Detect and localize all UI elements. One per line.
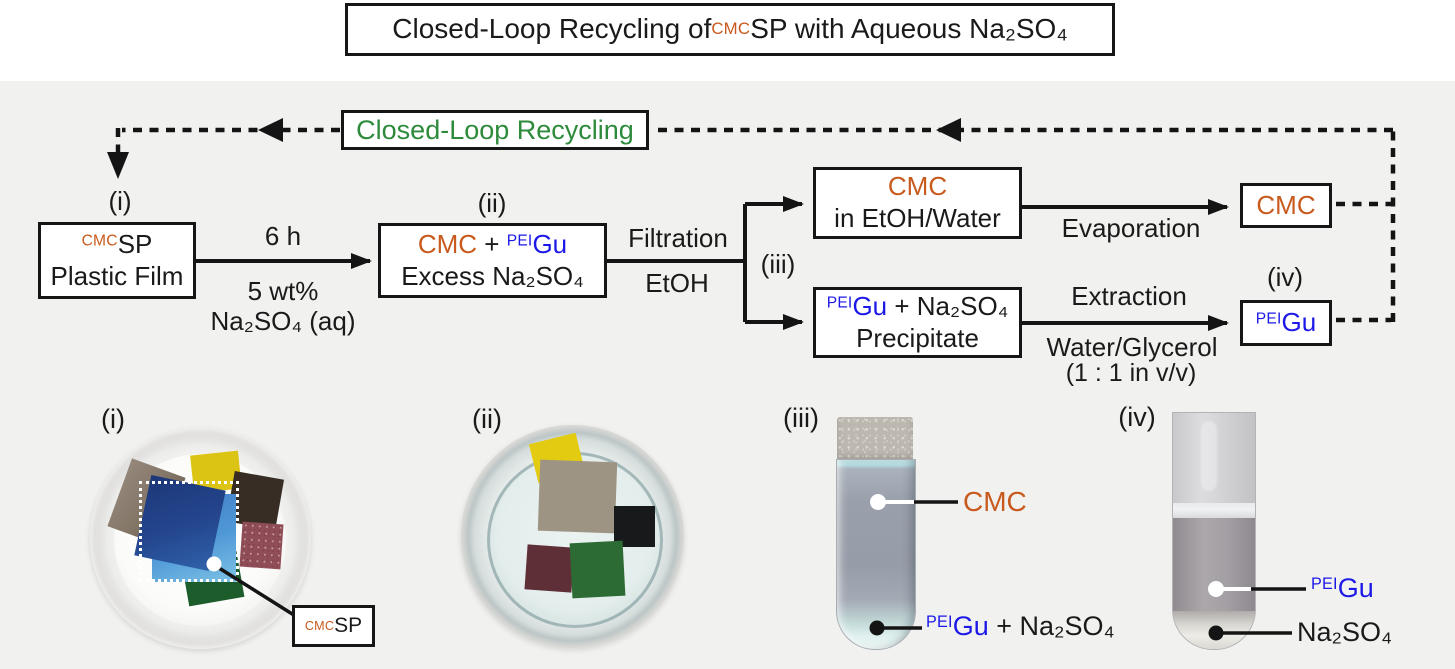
beaker-film-green <box>569 540 626 599</box>
beaker-film-black <box>614 506 655 547</box>
cmc-solution-line1: CMC <box>887 171 948 202</box>
vial-foam-cap <box>837 417 913 461</box>
loop-arrowhead-right <box>936 118 961 142</box>
precipitate-box: PEIGu + Na₂SO₄ Precipitate <box>813 287 1022 358</box>
tube-liquid <box>1173 518 1255 618</box>
step-iii-label: (iii) <box>760 249 796 279</box>
precipitate-line2: Precipitate <box>856 322 979 353</box>
vial-cmc-callout: CMC <box>963 486 1027 517</box>
step-ii-label: (ii) <box>477 188 507 218</box>
vial-liquid-body <box>836 459 916 650</box>
title-text-2: SP with Aqueous Na₂SO₄ <box>750 13 1068 45</box>
photo-iv-label: (iv) <box>1118 402 1156 432</box>
tube-gu-callout: PEIGu <box>1311 573 1374 603</box>
beaker-film-maroon <box>524 544 575 593</box>
etoh-label: EtOH <box>645 268 709 298</box>
evaporation-label: Evaporation <box>1061 213 1201 243</box>
recovered-gu-text: PEIGu <box>1255 307 1317 338</box>
photo-i-label: (i) <box>101 404 125 434</box>
loop-arrowhead-left <box>258 118 283 142</box>
filtration-label: Filtration <box>628 223 728 253</box>
tube-precipitate <box>1173 611 1255 649</box>
plastic-film-box: CMCSP Plastic Film <box>38 222 196 299</box>
tube-body <box>1172 412 1256 650</box>
title-cmc-superscript: CMC <box>711 19 751 39</box>
beaker-film-gray <box>537 459 618 534</box>
extraction-label: Extraction <box>1071 281 1187 311</box>
cmcsp-callout-superscript: CMC <box>304 619 335 633</box>
recovered-cmc-box: CMC <box>1240 183 1332 228</box>
tube-glass-reflection <box>1201 421 1217 491</box>
plastic-film-line1: CMCSP <box>81 228 153 259</box>
dissolve-wt-label: 5 wt% <box>247 276 319 306</box>
dissolve-time-label: 6 h <box>264 221 302 251</box>
petri-dish-photo <box>90 428 311 649</box>
film-maroon <box>239 521 284 570</box>
loop-arrowhead-down <box>107 152 129 179</box>
extraction-solvent-label: Water/Glycerol <box>1046 332 1218 362</box>
dissolved-mixture-box: CMC + PEIGu Excess Na₂SO₄ <box>378 223 607 298</box>
title-text-1: Closed-Loop Recycling of <box>392 13 712 45</box>
vial-cmc-photo <box>836 417 916 650</box>
plastic-film-line2: Plastic Film <box>50 260 184 291</box>
step-iv-label: (iv) <box>1266 262 1304 292</box>
recovered-gu-box: PEIGu <box>1240 300 1332 346</box>
extraction-ratio-label: (1 : 1 in v/v) <box>1065 359 1197 387</box>
recovered-cmc-text: CMC <box>1256 189 1316 220</box>
dissolved-mixture-line2: Excess Na₂SO₄ <box>401 260 584 291</box>
photo-iii-label: (iii) <box>783 403 819 433</box>
step-i-label: (i) <box>108 186 132 216</box>
beaker-photo <box>461 425 684 648</box>
closed-loop-recycling-label: Closed-Loop Recycling <box>356 114 634 145</box>
dissolve-salt-label: Na₂SO₄ (aq) <box>210 306 356 336</box>
tube-na2so4-callout: Na₂SO₄ <box>1297 617 1393 647</box>
photo-ii-label: (ii) <box>472 404 502 434</box>
selection-dotted-outline <box>139 481 239 582</box>
closed-loop-recycling-box: Closed-Loop Recycling <box>341 110 649 150</box>
vial-precipitate-callout: PEIGu + Na₂SO₄ <box>926 611 1115 641</box>
cmc-solution-line2: in EtOH/Water <box>834 203 1001 233</box>
cmc-solution-box: CMC in EtOH/Water <box>813 167 1022 239</box>
precipitate-line1: PEIGu + Na₂SO₄ <box>826 290 1009 321</box>
dissolved-mixture-line1: CMC + PEIGu <box>417 228 568 259</box>
cmcsp-callout-text: SP <box>334 614 363 637</box>
tube-peigu-photo <box>1172 412 1256 650</box>
